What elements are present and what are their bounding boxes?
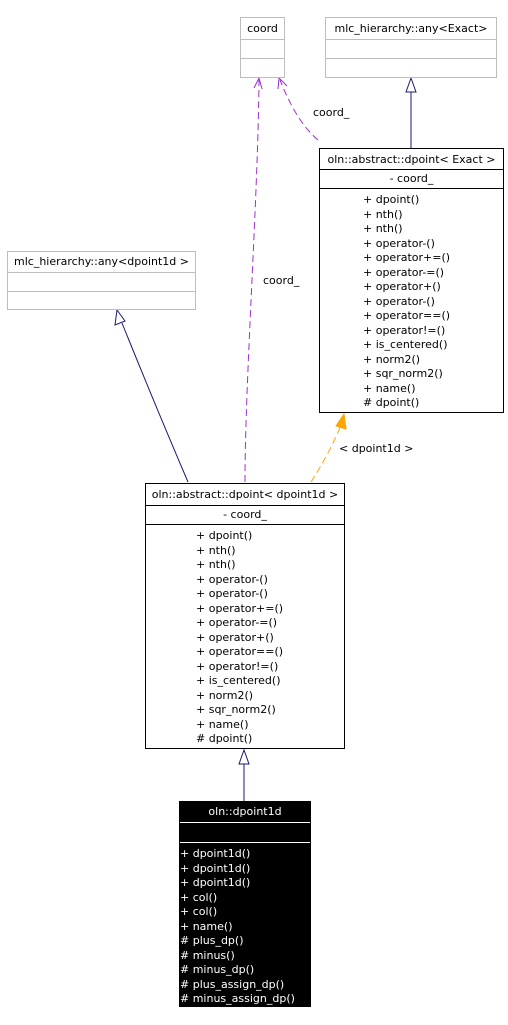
method-item: + dpoint1d()	[180, 861, 251, 875]
edge-label-template-arg: < dpoint1d >	[339, 442, 414, 455]
method-item: + operator-()	[196, 587, 268, 600]
method-item: + col()	[180, 905, 218, 918]
method-item: + dpoint1d()	[180, 847, 251, 860]
method-item: + dpoint()	[196, 529, 253, 542]
method-item: + dpoint1d()	[180, 876, 251, 889]
method-item: # plus_assign_dp()	[180, 977, 285, 991]
method-item: + operator-()	[363, 294, 435, 308]
method-item: + operator+()	[363, 280, 441, 293]
attributes-section	[180, 822, 310, 842]
usage-arrowhead-upper	[277, 76, 288, 90]
method-item: + norm2()	[196, 688, 254, 702]
method-item: + operator!=()	[363, 323, 446, 337]
class-name: oln::abstract::dpoint< dpoint1d >	[151, 488, 339, 501]
template-arrowhead	[335, 412, 347, 430]
class-coord: coord	[240, 17, 285, 78]
methods-section: + dpoint1d() + dpoint1d() + dpoint1d() +…	[180, 842, 310, 1007]
attributes-section	[8, 272, 195, 291]
method-item: + name()	[363, 381, 416, 395]
methods-section	[241, 58, 284, 77]
method-item: + operator+=()	[363, 251, 451, 264]
method-item: # dpoint()	[363, 396, 420, 409]
inheritance-arrowhead-any-dpoint1d	[114, 308, 126, 326]
attributes-section	[241, 39, 284, 58]
method-item: + nth()	[196, 543, 236, 557]
class-name: mlc_hierarchy::any<Exact>	[334, 22, 488, 35]
class-mlc-any-dpoint1d: mlc_hierarchy::any<dpoint1d >	[7, 251, 196, 310]
method-item: + name()	[196, 717, 249, 731]
method-item: + operator==()	[363, 309, 451, 322]
method-item: + sqr_norm2()	[196, 703, 276, 716]
methods-section	[326, 58, 496, 77]
inheritance-edge-any-dpoint1d	[121, 322, 189, 483]
methods-section: + dpoint() + nth() + nth() + operator-()…	[320, 188, 503, 411]
methods-section: + dpoint() + nth() + nth() + operator-()…	[146, 524, 344, 747]
edge-label-coord-upper: coord_	[313, 106, 350, 119]
template-edge	[310, 424, 342, 483]
inheritance-arrowhead-dpoint1d	[238, 748, 250, 765]
method-item: # dpoint()	[196, 732, 253, 745]
method-item: + nth()	[363, 207, 403, 221]
usage-arrowhead-lower	[253, 76, 263, 90]
class-name: oln::dpoint1d	[208, 805, 282, 818]
method-item: + is_centered()	[363, 338, 448, 351]
method-item: + dpoint()	[363, 193, 420, 206]
method-item: + operator-=()	[196, 616, 278, 629]
usage-edge-coord-lower	[244, 79, 260, 483]
class-name: coord	[247, 22, 278, 35]
attribute-coord: - coord_	[223, 508, 267, 521]
method-item: + operator+()	[196, 630, 274, 644]
attributes-section: - coord_	[146, 505, 344, 524]
class-dpoint1d: oln::dpoint1d + dpoint1d() + dpoint1d() …	[179, 801, 311, 1007]
class-mlc-any-exact: mlc_hierarchy::any<Exact>	[325, 17, 497, 78]
method-item: + operator+=()	[196, 601, 284, 615]
usage-edge-coord-upper	[279, 79, 319, 141]
attributes-section	[326, 39, 496, 58]
method-item: + operator-()	[196, 572, 268, 586]
class-abstract-dpoint-exact: oln::abstract::dpoint< Exact > - coord_ …	[319, 148, 504, 413]
method-item: + nth()	[363, 222, 403, 235]
inheritance-arrowhead-any-exact	[405, 76, 417, 93]
method-item: + name()	[180, 919, 233, 933]
method-item: + operator-()	[363, 236, 435, 250]
method-item: + sqr_norm2()	[363, 367, 443, 380]
method-item: + operator!=()	[196, 659, 279, 673]
class-abstract-dpoint-dpoint1d: oln::abstract::dpoint< dpoint1d > - coor…	[145, 483, 345, 749]
edge-label-coord-lower: coord_	[263, 274, 300, 287]
method-item: + operator-=()	[363, 265, 445, 279]
method-item: + norm2()	[363, 352, 421, 366]
attributes-section: - coord_	[320, 169, 503, 188]
method-item: # minus_assign_dp()	[180, 992, 295, 1005]
method-item: + is_centered()	[196, 674, 281, 687]
method-item: # minus_dp()	[180, 963, 255, 976]
method-item: + operator==()	[196, 645, 284, 658]
method-item: + col()	[180, 890, 218, 904]
class-name: mlc_hierarchy::any<dpoint1d >	[14, 255, 189, 268]
method-item: # plus_dp()	[180, 934, 244, 947]
method-item: + nth()	[196, 558, 236, 571]
class-name: oln::abstract::dpoint< Exact >	[327, 153, 496, 166]
methods-section	[8, 291, 195, 309]
attribute-coord: - coord_	[389, 172, 434, 185]
method-item: # minus()	[180, 948, 235, 962]
